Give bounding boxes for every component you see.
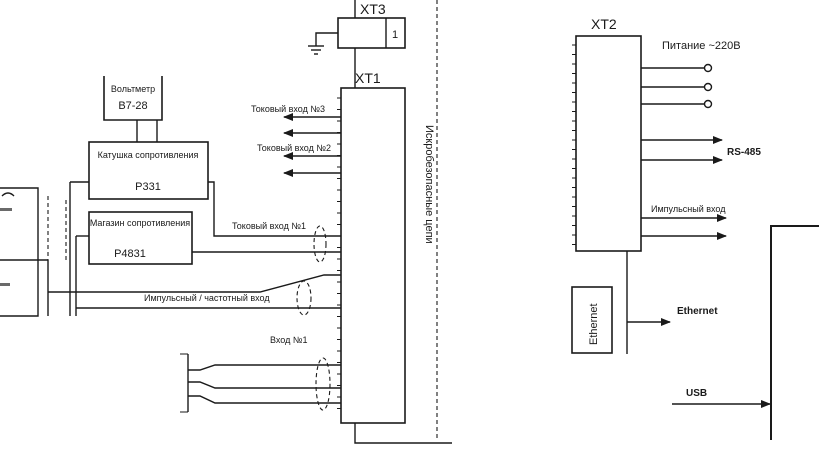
voltmeter-device: Вольтметр В7-28: [103, 76, 163, 121]
current-input-1-label: Токовый вход №1: [232, 221, 306, 231]
calibrator-device: Катушка сопротивления Р331: [88, 141, 209, 200]
voltmeter-name: Вольтметр: [111, 84, 155, 94]
voltmeter-model: В7-28: [118, 100, 147, 112]
xt1-terminal: XT1: [337, 70, 406, 424]
xt3-label: XT3: [360, 1, 386, 17]
resistance-name: Магазин сопротивления: [90, 218, 190, 228]
power-terminal-1: [703, 63, 713, 73]
calibrator-model: Р331: [135, 181, 161, 193]
pulse-input-label: Импульсный вход: [651, 204, 726, 214]
input-1-label: Вход №1: [270, 335, 308, 345]
computer-device: [770, 225, 819, 440]
power-terminal-2: [703, 82, 713, 92]
xt2-label: XT2: [591, 16, 617, 32]
resistance-model: Р4831: [114, 248, 146, 260]
usb-label: USB: [686, 388, 707, 399]
xt3-pin: 1: [392, 29, 398, 41]
ethernet-module-label: Ethernet: [588, 303, 600, 345]
pulse-frequency-input-label: Импульсный / частотный вход: [144, 293, 270, 303]
xt3-terminal: XT3 1: [337, 1, 406, 49]
ethernet-label: Ethernet: [677, 306, 718, 317]
power-terminal-3: [703, 99, 713, 109]
xt2-terminal: XT2: [572, 16, 642, 252]
resistance-device: Магазин сопротивления Р4831: [88, 211, 193, 265]
rs485-label: RS-485: [727, 147, 761, 158]
sensor-bracket: [180, 353, 189, 413]
calibrator-name: Катушка сопротивления: [98, 150, 199, 160]
left-partial-device: [0, 187, 49, 317]
ethernet-module: Ethernet: [571, 286, 613, 354]
current-input-3-label: Токовый вход №3: [251, 104, 325, 114]
xt1-label: XT1: [355, 70, 381, 86]
ground-icon: [308, 32, 338, 55]
current-input-2-label: Токовый вход №2: [257, 143, 331, 153]
intrinsically-safe-label: Искробезопасные цепи: [423, 125, 435, 244]
power-220-label: Питание ~220В: [662, 40, 741, 52]
